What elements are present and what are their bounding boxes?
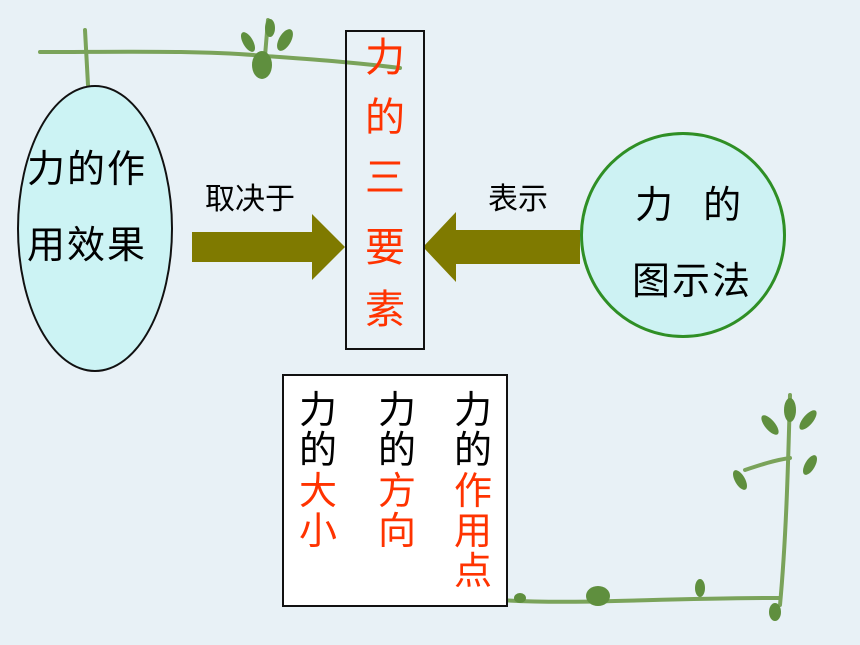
element-char: 的	[377, 428, 416, 473]
diagram-method-line1: 力 的	[635, 183, 744, 227]
element-char: 向	[377, 508, 416, 553]
element-char: 力	[298, 388, 337, 432]
three-elements-char: 要	[365, 225, 405, 271]
diagram-method-line2: 图示法	[632, 259, 753, 303]
element-char: 用	[453, 508, 492, 553]
element-char: 点	[453, 549, 492, 594]
elements-box: 力 的 大 小 力 的 方 向 力 的 作 用 点	[282, 374, 508, 607]
edge-label-depends-on: 取决于	[205, 182, 295, 217]
element-char: 大	[298, 468, 337, 513]
element-char: 方	[377, 468, 416, 513]
effect-node-line1: 力的作	[27, 147, 148, 191]
element-column-magnitude: 力 的 大 小	[298, 390, 338, 551]
edge-label-represents: 表示	[488, 182, 548, 217]
element-char: 的	[298, 428, 337, 473]
diagram-method-node	[580, 132, 786, 338]
effect-node	[17, 85, 173, 372]
element-column-point-of-application: 力 的 作 用 点	[453, 388, 493, 594]
element-char: 的	[453, 428, 492, 473]
element-char: 作	[453, 468, 492, 513]
three-elements-char: 素	[365, 287, 405, 333]
element-char: 力	[377, 388, 416, 432]
element-char: 小	[298, 508, 337, 553]
three-elements-char: 力	[365, 35, 405, 81]
three-elements-char: 三	[365, 155, 405, 201]
three-elements-char: 的	[365, 95, 405, 141]
effect-node-line2: 用效果	[27, 223, 148, 267]
element-column-direction: 力 的 方 向	[377, 390, 417, 551]
three-elements-node: 力 的 三 要 素	[345, 30, 425, 350]
element-char: 力	[453, 388, 492, 432]
